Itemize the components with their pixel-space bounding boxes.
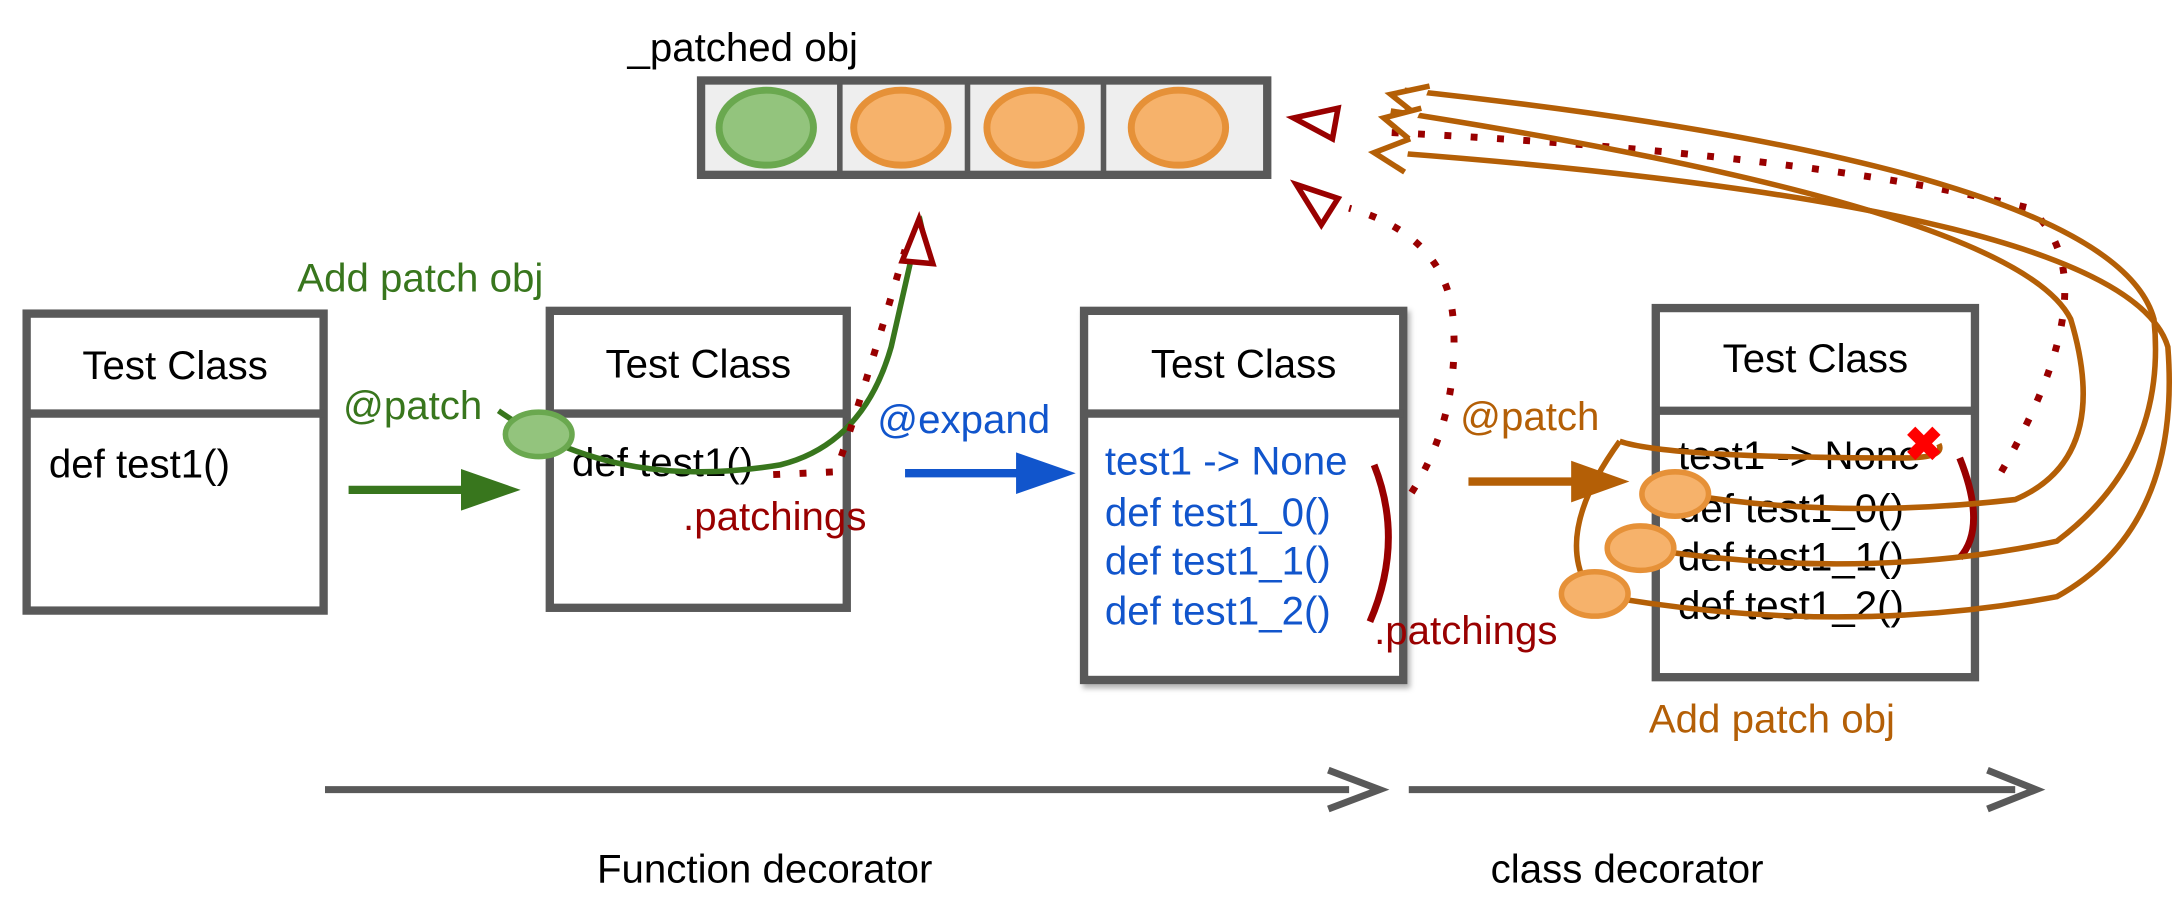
orange-arrow bbox=[1468, 460, 1630, 503]
patched-obj-label: _patched obj bbox=[627, 25, 858, 70]
patchings-label-1: .patchings bbox=[683, 494, 866, 539]
patch-decorator-label: @patch bbox=[343, 383, 482, 428]
class-decorator-label: class decorator bbox=[1491, 847, 1764, 892]
function-decorator-arrow bbox=[324, 766, 1390, 813]
method-line: def test1() bbox=[49, 441, 230, 486]
add-patch-obj-label-2: Add patch obj bbox=[1649, 697, 1895, 742]
patch-class-decorator-label: @patch bbox=[1460, 394, 1599, 439]
function-decorator-label: Function decorator bbox=[597, 847, 932, 892]
method-line: def test1() bbox=[572, 440, 753, 485]
patch-obj-orange bbox=[1127, 86, 1230, 169]
patch-obj-green-icon bbox=[502, 409, 575, 460]
class-decorator-arrow bbox=[1408, 766, 2046, 813]
green-arrow bbox=[348, 469, 521, 511]
box-title: Test Class bbox=[605, 341, 791, 386]
expand-arrow bbox=[905, 452, 1076, 495]
patch-obj-orange-icon bbox=[1604, 523, 1677, 574]
patchings-link-2 bbox=[1348, 204, 1458, 495]
patchings-arrowhead-3 bbox=[1285, 104, 1342, 144]
patch-obj-orange-icon bbox=[1639, 469, 1712, 519]
box-title: Test Class bbox=[1151, 341, 1337, 386]
patch-obj-orange bbox=[983, 86, 1085, 169]
orange-patch-curves bbox=[1390, 87, 2172, 620]
removed-x-icon: ✖ bbox=[1904, 418, 1944, 471]
method-line: def test1_1() bbox=[1105, 539, 1331, 584]
method-line: test1 -> None bbox=[1105, 439, 1348, 484]
box-title: Test Class bbox=[82, 343, 268, 388]
patchings-label-2: .patchings bbox=[1374, 608, 1557, 653]
patched-obj-array bbox=[696, 76, 1272, 180]
patchings-bracket-1 bbox=[1366, 463, 1392, 624]
patch-obj-orange bbox=[850, 86, 952, 169]
patchings-bracket-2 bbox=[1956, 456, 1977, 561]
expand-label: @expand bbox=[877, 397, 1050, 442]
test-class-box-3: Test Class test1 -> None def test1_0() d… bbox=[1079, 306, 1408, 685]
add-patch-obj-label: Add patch obj bbox=[297, 255, 543, 300]
box-title: Test Class bbox=[1723, 336, 1909, 381]
method-line: def test1_0() bbox=[1105, 490, 1331, 535]
method-line: def test1_2() bbox=[1105, 588, 1331, 633]
patchings-arrowhead-1 bbox=[898, 210, 937, 267]
patch-obj-green bbox=[715, 86, 817, 169]
method-line: def test1_2() bbox=[1678, 583, 1904, 628]
patch-obj-orange-icon bbox=[1558, 568, 1631, 619]
patchings-arrowhead-2 bbox=[1289, 179, 1343, 231]
test-class-box-1: Test Class def test1() bbox=[22, 309, 328, 615]
